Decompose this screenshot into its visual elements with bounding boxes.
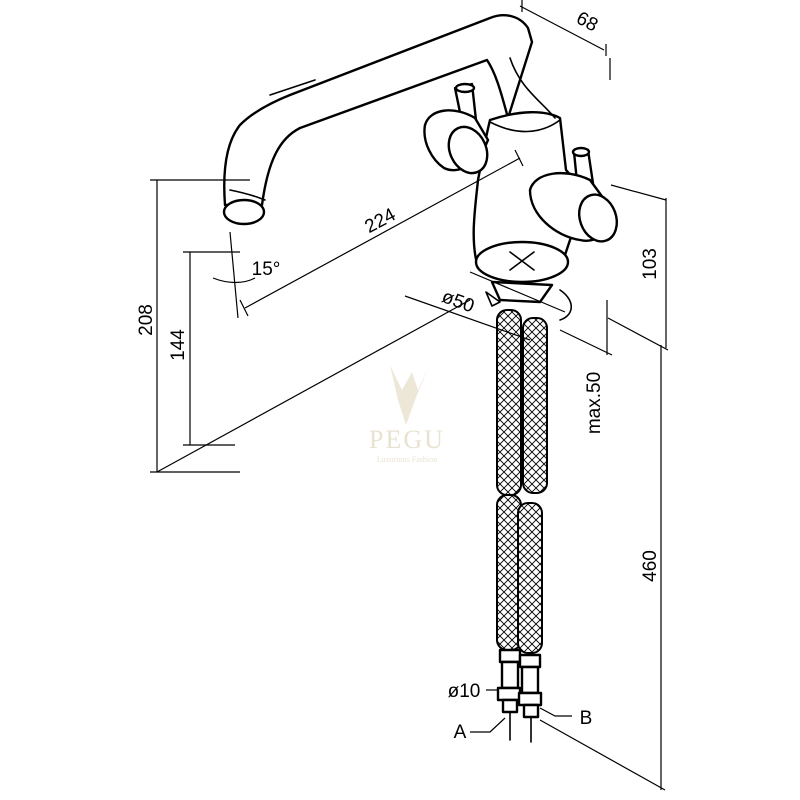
spout [222,14,534,226]
watermark-tagline: Luxurious Fashion [377,455,437,464]
dim-label-208: 208 [136,304,157,336]
dim-label-diameter-50: ø50 [439,286,477,317]
dim-label-diameter-10: ø10 [448,681,481,702]
hose-fittings [496,648,543,743]
watermark: PEGU Luxurious Fashion [369,365,445,464]
supply-hoses [496,309,548,743]
dim-label-224: 224 [361,204,399,238]
dim-label-460: 460 [640,550,661,582]
connection-label-a: A [454,722,467,743]
dimension-labels: 68 208 144 224 15° ø50 103 max.50 460 ø1… [136,8,661,743]
right-handle [528,146,619,243]
watermark-logo-icon [390,365,428,425]
connection-label-b: B [580,708,593,729]
hose-a-upper [496,309,522,496]
spout-outlet [222,198,266,226]
dimension-lines [150,0,669,791]
dim-label-144: 144 [168,329,189,361]
hose-b-upper [522,317,548,494]
hose-b-lower [517,502,543,654]
dim-label-103: 103 [640,248,661,280]
dim-label-max-50: max.50 [584,372,605,434]
dim-label-68: 68 [573,8,602,36]
left-handle [423,82,490,175]
spout-collar [509,57,556,119]
dim-label-angle: 15° [252,259,281,280]
base-cross-mark [509,251,535,271]
watermark-brand: PEGU [369,425,445,454]
